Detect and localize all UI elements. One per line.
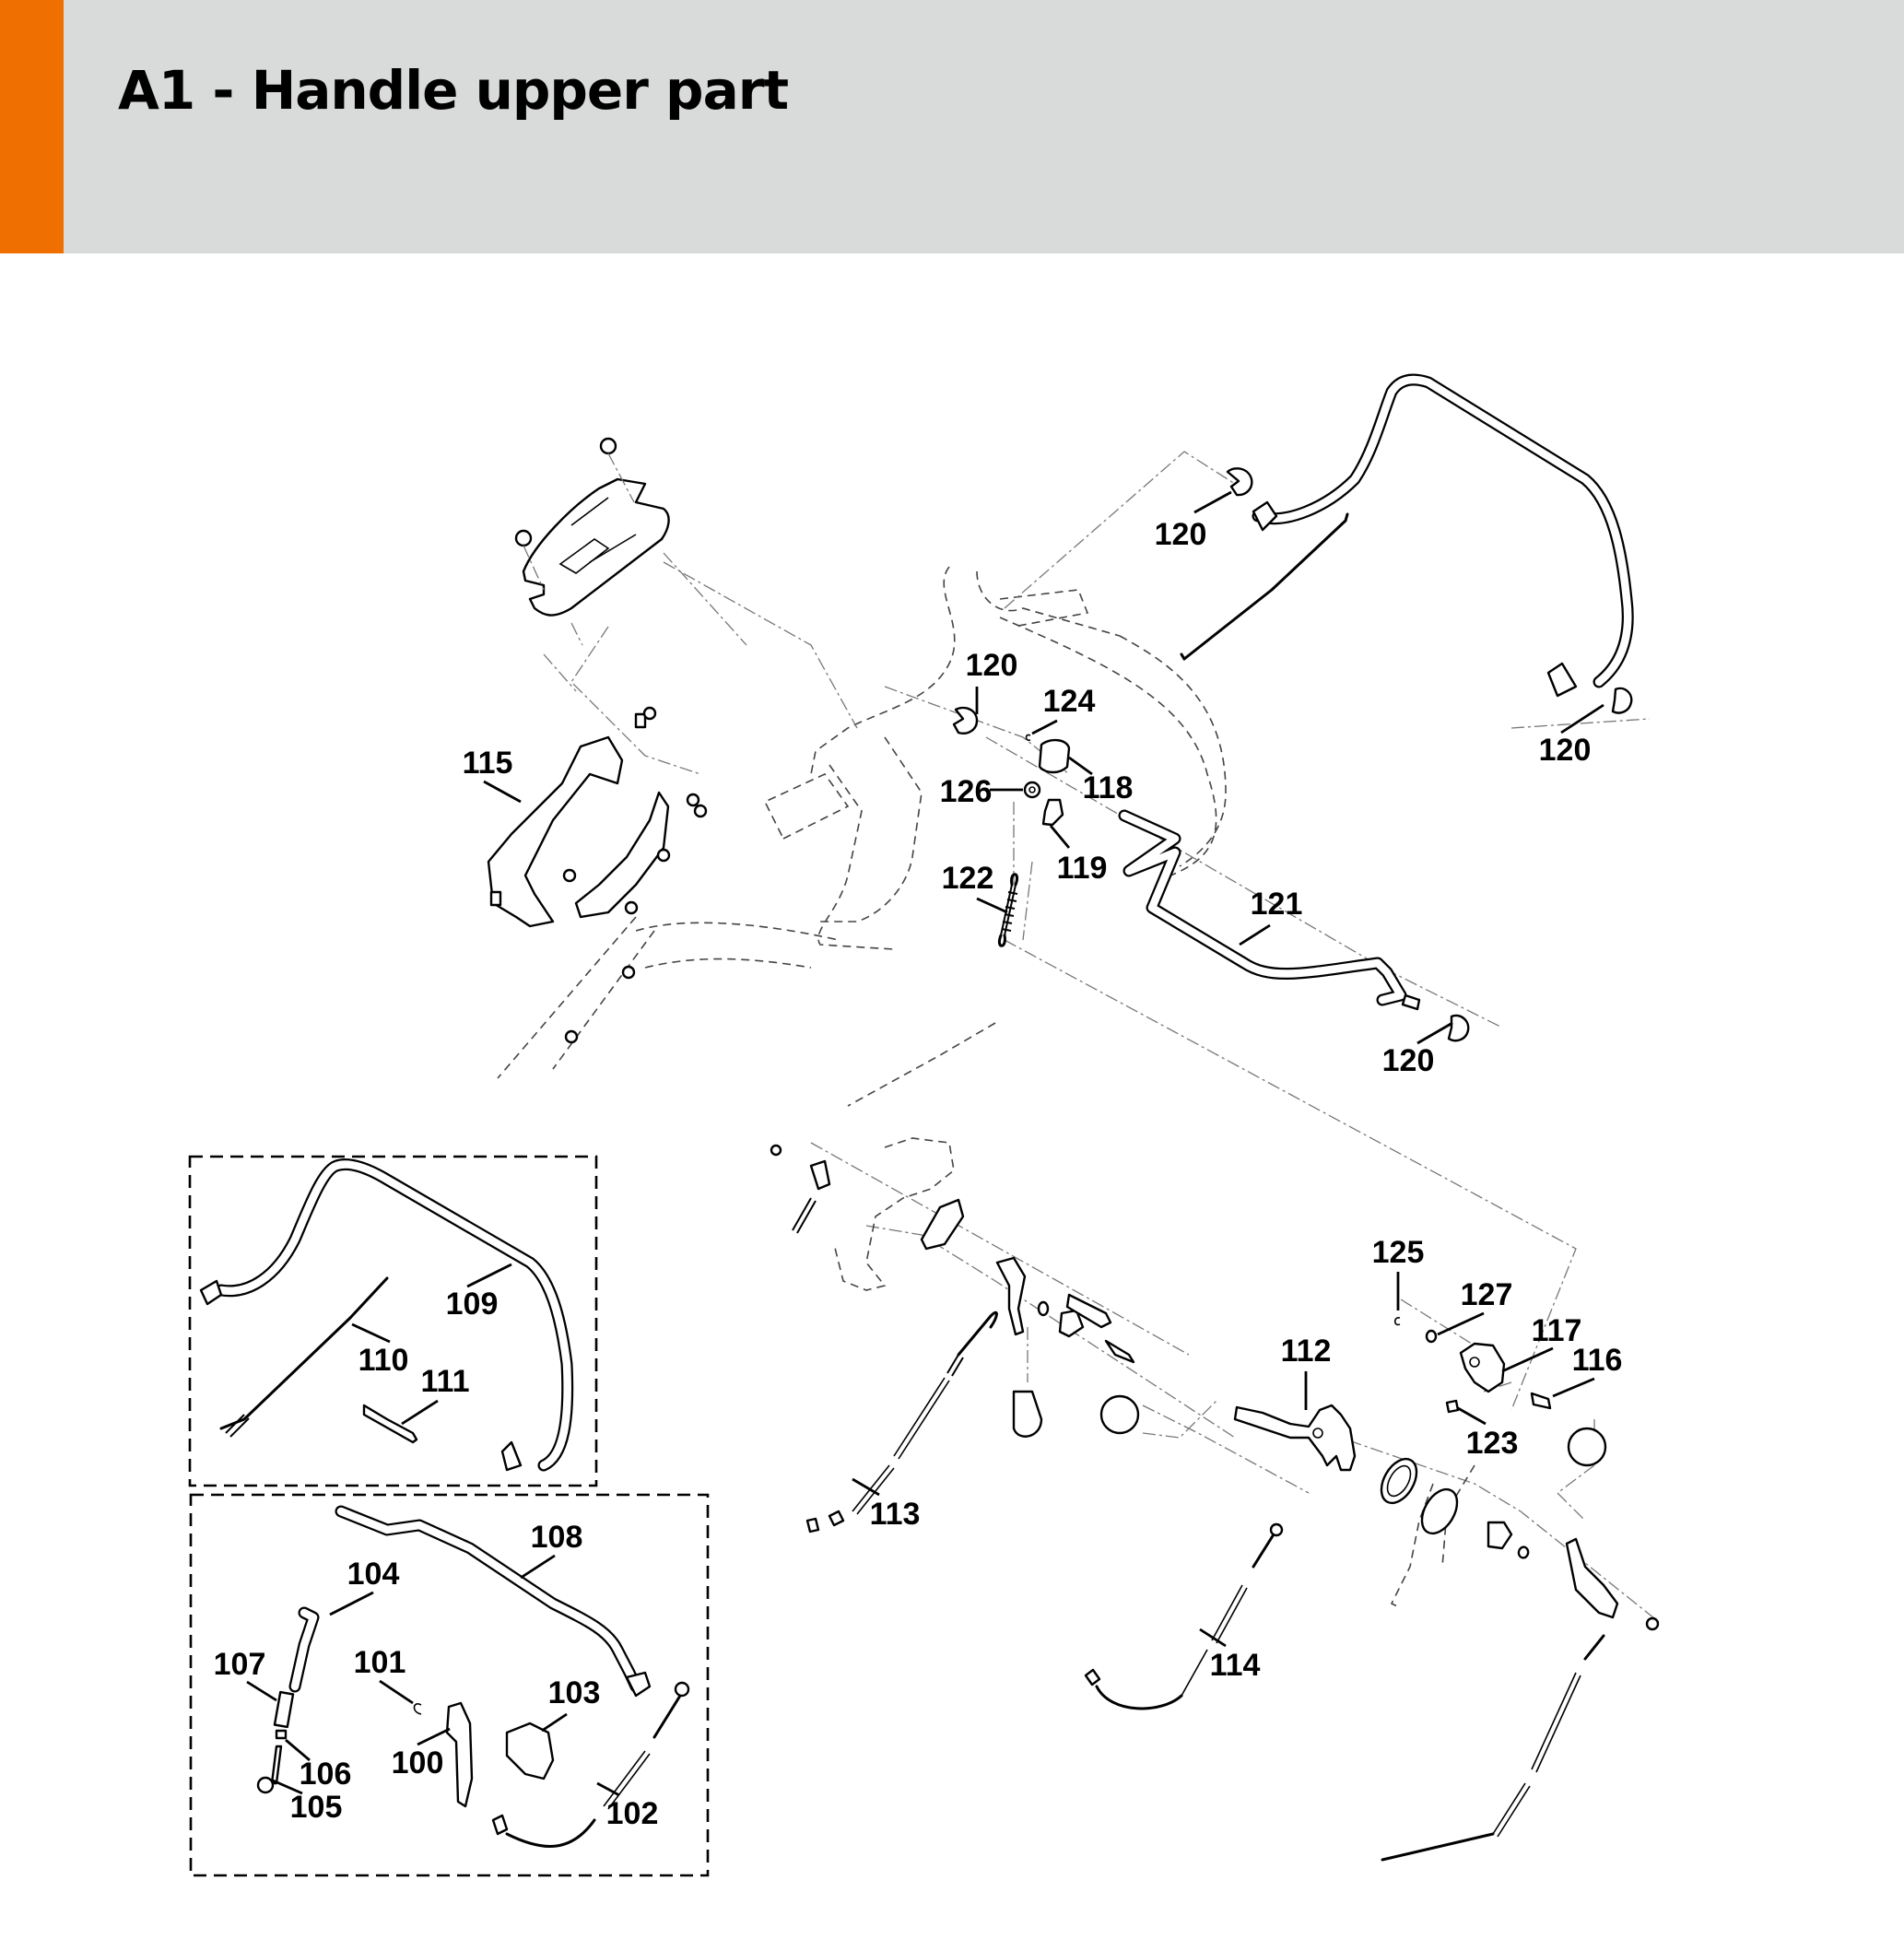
callout-113[interactable]: 113 <box>870 1497 921 1532</box>
handle-frame-ghost <box>497 566 1227 1079</box>
callout-121[interactable]: 121 <box>1251 887 1303 922</box>
callout-106[interactable]: 106 <box>300 1757 352 1792</box>
control-decal-plate <box>514 437 747 646</box>
kit-box-lower <box>189 1493 710 1877</box>
callout-120[interactable]: 120 <box>966 648 1018 683</box>
callout-103[interactable]: 103 <box>548 1675 601 1710</box>
part-120-clips <box>952 467 1633 1042</box>
part-118-bushing <box>1038 738 1071 774</box>
callout-111[interactable]: 111 <box>421 1364 470 1399</box>
callout-101[interactable]: 101 <box>354 1645 406 1680</box>
callout-112[interactable]: 112 <box>1281 1334 1332 1369</box>
leader-lines <box>246 490 1604 1797</box>
part-114-cable <box>1084 1522 1284 1710</box>
part-123-screw <box>1445 1399 1460 1414</box>
callout-114[interactable]: 114 <box>1210 1648 1261 1683</box>
header-accent-bar <box>0 0 64 253</box>
callout-labels: 120 120 120 120 124 118 126 119 122 121 … <box>214 517 1623 1831</box>
callout-117[interactable]: 117 <box>1532 1313 1582 1348</box>
kit-box-upper <box>188 1155 598 1487</box>
page-header: A1 - Handle upper part <box>0 0 1904 253</box>
part-116-pin <box>1530 1392 1552 1410</box>
part-113-cable <box>805 1310 998 1534</box>
part-115-bracket <box>487 712 700 928</box>
drive-discs <box>1380 1457 1530 1559</box>
callout-120[interactable]: 120 <box>1539 733 1592 768</box>
callout-102[interactable]: 102 <box>606 1796 659 1831</box>
part-124-clip <box>1025 734 1031 742</box>
right-lever-arm <box>1565 1537 1660 1631</box>
callout-115[interactable]: 115 <box>463 746 513 781</box>
callout-126[interactable]: 126 <box>940 774 993 809</box>
callout-100[interactable]: 100 <box>392 1745 444 1780</box>
part-125-clip <box>1393 1317 1401 1326</box>
callout-104[interactable]: 104 <box>347 1557 400 1592</box>
part-112-lever <box>1233 1404 1357 1472</box>
callout-120[interactable]: 120 <box>1155 517 1207 552</box>
callout-125[interactable]: 125 <box>1372 1235 1425 1270</box>
part-122-spring <box>998 873 1018 947</box>
callout-123[interactable]: 123 <box>1466 1426 1519 1461</box>
callout-124[interactable]: 124 <box>1043 684 1096 719</box>
part-119-pin <box>1041 798 1064 827</box>
callout-108[interactable]: 108 <box>531 1520 583 1555</box>
callout-119[interactable]: 119 <box>1057 851 1108 886</box>
lower-mechanism-ghost <box>833 1022 1475 1609</box>
part-bail-wire <box>1180 512 1349 661</box>
callout-118[interactable]: 118 <box>1083 770 1134 805</box>
frame-nuts <box>564 706 708 1044</box>
callout-107[interactable]: 107 <box>214 1647 266 1682</box>
callout-116[interactable]: 116 <box>1572 1343 1623 1378</box>
part-121-rod <box>1118 809 1421 1011</box>
callout-105[interactable]: 105 <box>290 1790 343 1825</box>
callout-120[interactable]: 120 <box>1382 1043 1435 1078</box>
part-bail-lever-top <box>1252 373 1634 698</box>
long-cable <box>1381 1634 1605 1862</box>
callout-109[interactable]: 109 <box>446 1287 499 1322</box>
part-126-washer <box>1023 781 1041 799</box>
part-117-cam <box>1459 1342 1506 1393</box>
callout-110[interactable]: 110 <box>358 1343 409 1378</box>
callout-127[interactable]: 127 <box>1461 1277 1513 1312</box>
part-127-ring <box>1425 1329 1438 1344</box>
page-title: A1 - Handle upper part <box>118 59 789 122</box>
callout-122[interactable]: 122 <box>942 861 994 896</box>
lower-mechanism-parts <box>770 1144 1607 1467</box>
